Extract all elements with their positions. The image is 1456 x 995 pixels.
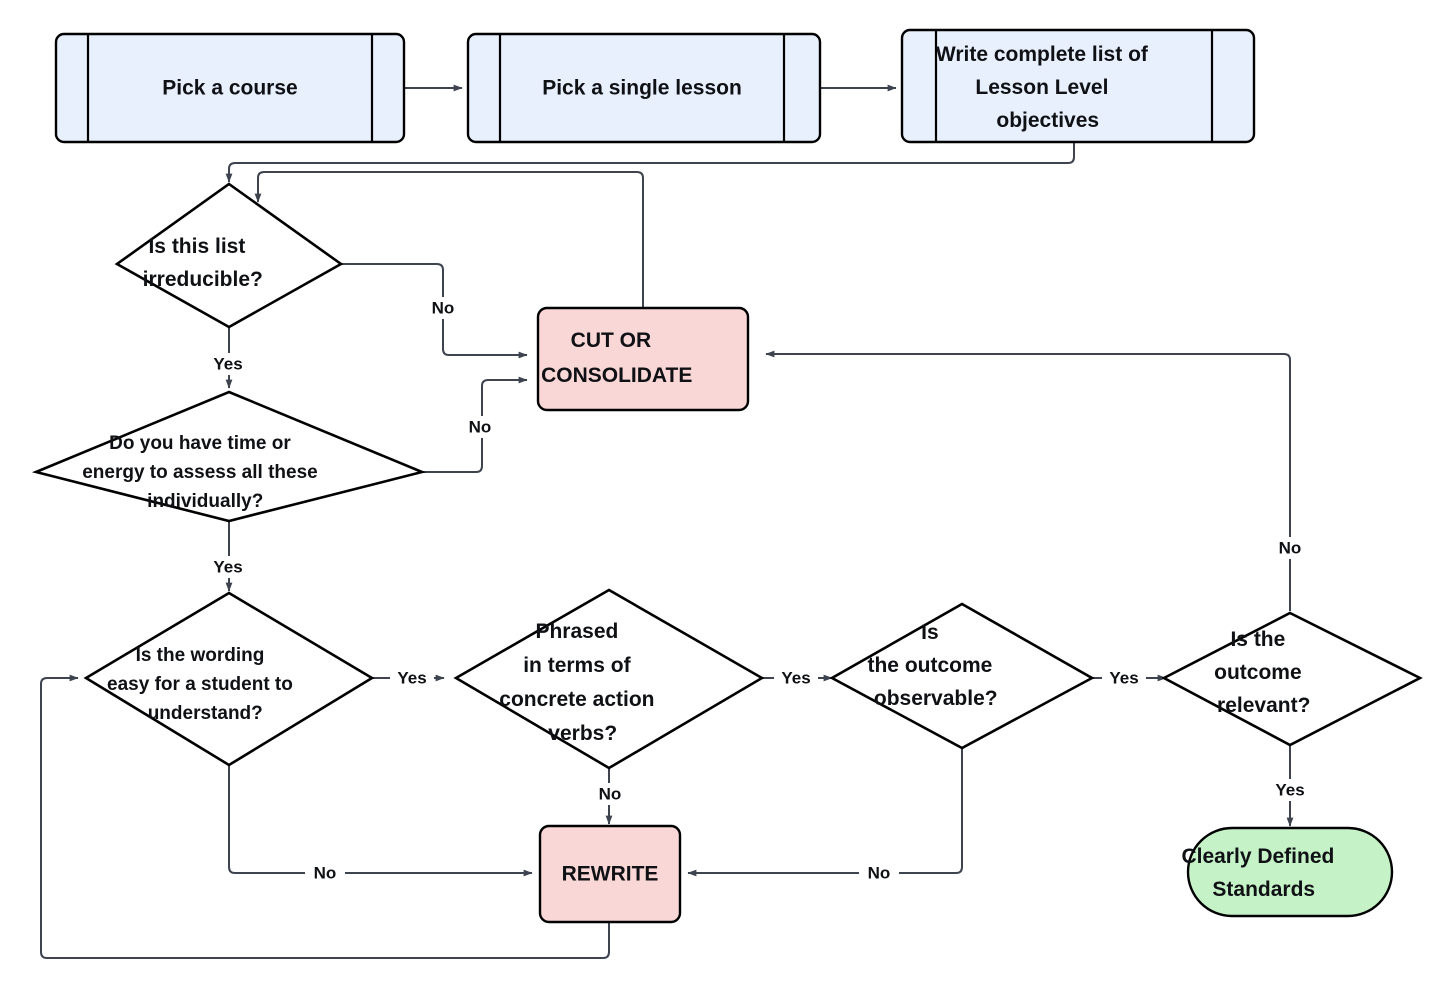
edge-relevant-no-to-cut-consolidate [765,350,1291,611]
node-is-the-outcome-observable[interactable]: Is the outcome observable? [829,602,1095,750]
edge-label-time-energy-no: No [462,416,498,438]
svg-text:Yes: Yes [1275,780,1304,799]
node-label-is-the-outcome-relevant: Is the outcome relevant? [1214,628,1366,717]
node-label-rewrite: REWRITE [562,863,659,886]
svg-text:No: No [1279,538,1302,557]
node-cut-or-consolidate[interactable]: CUT OR CONSOLIDATE [536,306,750,412]
node-do-you-have-time-or-energy[interactable]: Do you have time or energy to assess all… [31,390,427,523]
svg-text:No: No [432,298,455,317]
node-label-clearly-defined-standards: Clearly Defined Standards [1181,845,1398,901]
edge-rewrite-to-wording [40,674,610,959]
node-is-the-wording-easy[interactable]: Is the wording easy for a student to und… [83,591,375,767]
edge-label-relevant-no: No [1272,537,1308,559]
node-rewrite[interactable]: REWRITE [538,824,682,924]
svg-text:Yes: Yes [781,668,810,687]
node-layer: Pick a course Pick a single lesson Write… [31,28,1423,924]
svg-text:Yes: Yes [213,557,242,576]
node-write-complete-list[interactable]: Write complete list of Lesson Level obje… [900,28,1256,144]
svg-text:Yes: Yes [213,354,242,373]
node-label-cut-or-consolidate: CUT OR CONSOLIDATE [541,329,745,387]
edge-wording-no-to-rewrite [228,765,533,877]
edge-label-irreducible-no: No [425,297,461,319]
node-label-is-the-outcome-observable: Is the outcome observable? [867,621,1056,710]
node-phrased-in-action-verbs[interactable]: Phrased in terms of concrete action verb… [453,588,765,770]
node-pick-a-course[interactable]: Pick a course [54,32,406,144]
svg-text:No: No [868,863,891,882]
edge-observable-no-to-rewrite [687,748,963,877]
svg-text:Yes: Yes [397,668,426,687]
node-label-is-this-list-irreducible: Is this list irreducible? [143,235,316,291]
edge-label-action-verbs-no: No [592,783,628,805]
node-label-write-complete-list: Write complete list of Lesson Level obje… [936,43,1212,132]
node-label-pick-a-course: Pick a course [162,77,297,100]
edge-write-list-to-irreducible [225,137,1075,183]
svg-text:Yes: Yes [1109,668,1138,687]
edge-label-observable-yes: Yes [1102,667,1146,689]
svg-text:No: No [599,784,622,803]
edge-label-layer: No Yes No Yes No Yes [206,297,1312,884]
edge-label-observable-no: No [859,862,899,884]
node-label-pick-a-single-lesson: Pick a single lesson [542,77,742,100]
edge-label-time-energy-yes: Yes [206,556,250,578]
node-label-do-you-have-time-or-energy: Do you have time or energy to assess all… [82,433,376,512]
edge-cut-consolidate-to-irreducible [254,171,644,310]
node-is-this-list-irreducible[interactable]: Is this list irreducible? [114,182,344,329]
node-pick-a-single-lesson[interactable]: Pick a single lesson [466,32,822,144]
edge-label-wording-yes: Yes [390,667,434,689]
edge-label-irreducible-yes: Yes [206,353,250,375]
node-clearly-defined-standards[interactable]: Clearly Defined Standards [1181,826,1398,918]
edge-label-relevant-yes: Yes [1268,779,1312,801]
node-label-phrased-in-action-verbs: Phrased in terms of concrete action verb… [499,620,718,745]
node-is-the-outcome-relevant[interactable]: Is the outcome relevant? [1161,611,1423,747]
svg-text:No: No [314,863,337,882]
svg-text:No: No [469,417,492,436]
node-label-is-the-wording-easy: Is the wording easy for a student to und… [107,645,351,724]
edge-label-wording-no: No [305,862,345,884]
edge-label-action-verbs-yes: Yes [774,667,818,689]
